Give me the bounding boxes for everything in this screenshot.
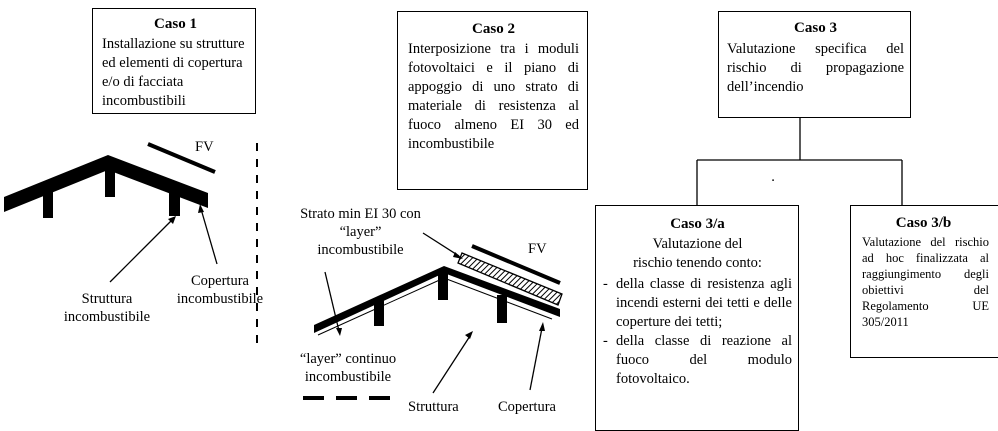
- caso2-title: Caso 2: [472, 21, 515, 37]
- caso3-box: Caso 3 Valutazione specifica del rischio…: [718, 11, 911, 118]
- caso1-text: Installazione su strutture ed elementi d…: [102, 36, 245, 109]
- caso1-arrow-copertura: [198, 204, 218, 265]
- caso3-text: Valutazione specifica del rischio di pro…: [727, 41, 904, 95]
- caso3b-box: Caso 3/b Valutazione del rischio ad hoc …: [850, 205, 998, 358]
- caso3a-title: Caso 3/a: [670, 216, 725, 232]
- caso1-beam-right: [169, 187, 180, 216]
- caso2-copertura-label: Copertura: [498, 399, 556, 415]
- caso3a-intro: Valutazione del rischio tenendo conto:: [633, 236, 762, 271]
- caso1-roof: [4, 155, 208, 218]
- caso2-arrow-layer: [324, 271, 342, 336]
- caso3b-title: Caso 3/b: [895, 215, 952, 231]
- caso2-strato-label: Strato min EI 30 con “layer” incombustib…: [300, 206, 421, 258]
- caso2-roof: [314, 266, 560, 336]
- caso2-struttura-label: Struttura: [408, 399, 459, 415]
- caso2-arrow-strato: [422, 232, 463, 259]
- caso3b-text: Valutazione del rischio ad hoc finalizza…: [862, 235, 989, 329]
- caso2-fv-label: FV: [528, 241, 547, 257]
- caso1-title: Caso 1: [154, 16, 197, 32]
- caso3-title: Caso 3: [794, 20, 837, 36]
- caso2-arrow-copertura: [529, 322, 545, 391]
- caso3a-list: della classe di resistenza agli incendi …: [603, 275, 792, 389]
- caso1-beam-center: [105, 160, 115, 197]
- caso3a-box: Caso 3/a Valutazione del rischio tenendo…: [595, 205, 799, 431]
- caso1-struttura-label: Struttura incombustibile: [63, 291, 151, 325]
- caso3-dot: .: [771, 169, 775, 185]
- caso3-connector: [696, 117, 903, 205]
- caso1-beam-left: [43, 189, 53, 218]
- caso1-fv-label: FV: [195, 139, 214, 155]
- caso2-pv-module: [471, 244, 561, 285]
- caso2-layer-legend: [303, 396, 390, 400]
- caso2-text: Interposizione tra i moduli fotovoltaici…: [408, 41, 579, 152]
- caso1-copertura-label: Copertura incombustibile: [176, 273, 264, 307]
- caso1-pv-module: [147, 142, 216, 174]
- caso3a-item-2: della classe di reazione al fuoco del mo…: [603, 332, 792, 389]
- caso1-arrow-struttura: [109, 216, 176, 283]
- caso2-layer-label: “layer” continuo incombustibile: [299, 351, 397, 385]
- caso3a-item-1: della classe di resistenza agli incendi …: [603, 275, 792, 332]
- caso2-arrow-struttura: [432, 331, 473, 394]
- caso1-box: Caso 1 Installazione su strutture ed ele…: [92, 8, 256, 114]
- caso2-box: Caso 2 Interposizione tra i moduli fotov…: [397, 11, 588, 190]
- caso2-ei30-layer: [457, 252, 563, 306]
